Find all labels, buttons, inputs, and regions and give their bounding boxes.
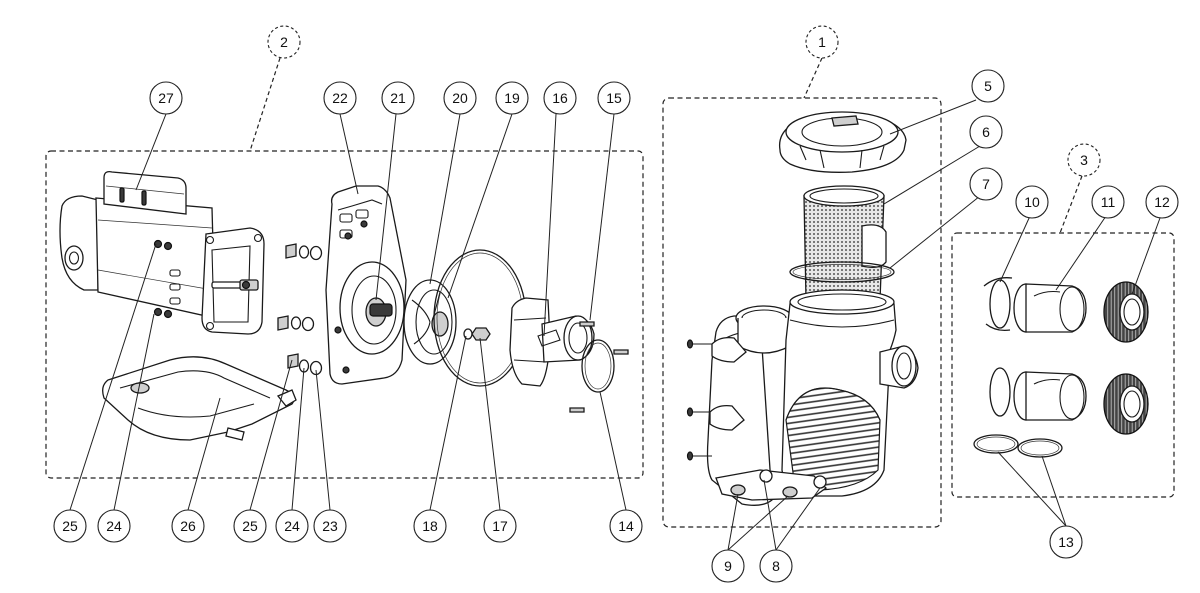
callout-21: 21 bbox=[381, 81, 415, 115]
svg-text:18: 18 bbox=[422, 518, 438, 534]
callout-24-left: 24 bbox=[97, 509, 131, 543]
callout-11: 11 bbox=[1091, 185, 1125, 219]
svg-text:7: 7 bbox=[982, 176, 990, 192]
callout-5: 5 bbox=[971, 69, 1005, 103]
union-fittings bbox=[973, 277, 1149, 458]
svg-text:6: 6 bbox=[982, 124, 990, 140]
svg-text:9: 9 bbox=[724, 558, 732, 574]
diffuser bbox=[509, 297, 595, 387]
group-box-pump-body bbox=[662, 97, 942, 528]
leader-lines bbox=[69, 57, 1161, 551]
o-ring bbox=[581, 339, 615, 393]
svg-text:13: 13 bbox=[1058, 534, 1074, 550]
svg-text:24: 24 bbox=[284, 518, 300, 534]
callout-22: 22 bbox=[323, 81, 357, 115]
svg-text:8: 8 bbox=[772, 558, 780, 574]
callout-27: 27 bbox=[149, 81, 183, 115]
lid-o-ring bbox=[789, 261, 895, 283]
callout-12: 12 bbox=[1145, 185, 1179, 219]
callout-18: 18 bbox=[413, 509, 447, 543]
motor-base bbox=[102, 356, 297, 441]
svg-text:12: 12 bbox=[1154, 194, 1170, 210]
svg-text:19: 19 bbox=[504, 90, 520, 106]
svg-text:24: 24 bbox=[106, 518, 122, 534]
svg-text:26: 26 bbox=[180, 518, 196, 534]
callout-23: 23 bbox=[313, 509, 347, 543]
callout-2: 2 bbox=[267, 25, 301, 59]
svg-text:23: 23 bbox=[322, 518, 338, 534]
svg-text:21: 21 bbox=[390, 90, 406, 106]
callout-25-left: 25 bbox=[53, 509, 87, 543]
svg-text:16: 16 bbox=[552, 90, 568, 106]
callout-16: 16 bbox=[543, 81, 577, 115]
svg-text:27: 27 bbox=[158, 90, 174, 106]
callout-24-right: 24 bbox=[275, 509, 309, 543]
callout-26: 26 bbox=[171, 509, 205, 543]
group-box-motor-assembly bbox=[45, 150, 644, 479]
impeller bbox=[403, 279, 457, 365]
svg-text:1: 1 bbox=[818, 34, 826, 50]
svg-text:3: 3 bbox=[1080, 152, 1088, 168]
svg-text:5: 5 bbox=[984, 78, 992, 94]
callout-6: 6 bbox=[969, 115, 1003, 149]
svg-text:20: 20 bbox=[452, 90, 468, 106]
callout-14: 14 bbox=[609, 509, 643, 543]
callout-8: 8 bbox=[759, 549, 793, 583]
svg-text:2: 2 bbox=[280, 34, 288, 50]
pump-body bbox=[686, 289, 919, 506]
strainer-lid bbox=[778, 111, 907, 173]
callout-3: 3 bbox=[1067, 143, 1101, 177]
callouts: 1 2 3 5 6 7 8 9 10 11 12 13 14 15 16 17 … bbox=[53, 25, 1179, 583]
callout-20: 20 bbox=[443, 81, 477, 115]
impeller-screw bbox=[463, 327, 491, 341]
callout-15: 15 bbox=[597, 81, 631, 115]
svg-text:11: 11 bbox=[1101, 194, 1116, 210]
callout-25-right: 25 bbox=[233, 509, 267, 543]
callout-17: 17 bbox=[483, 509, 517, 543]
callout-19: 19 bbox=[495, 81, 529, 115]
callout-1: 1 bbox=[805, 25, 839, 59]
svg-text:22: 22 bbox=[332, 90, 348, 106]
callout-9: 9 bbox=[711, 549, 745, 583]
svg-text:17: 17 bbox=[492, 518, 508, 534]
callout-7: 7 bbox=[969, 167, 1003, 201]
motor-hardware bbox=[277, 243, 323, 376]
svg-text:14: 14 bbox=[618, 518, 634, 534]
callout-10: 10 bbox=[1015, 185, 1049, 219]
motor bbox=[59, 170, 265, 335]
svg-text:15: 15 bbox=[606, 90, 622, 106]
callout-13: 13 bbox=[1049, 525, 1083, 559]
strainer-basket bbox=[803, 185, 887, 321]
svg-text:25: 25 bbox=[242, 518, 258, 534]
diffuser-pins bbox=[569, 321, 629, 413]
svg-text:10: 10 bbox=[1024, 194, 1040, 210]
group-box-union-kit bbox=[951, 232, 1175, 498]
svg-text:25: 25 bbox=[62, 518, 78, 534]
seal-plate bbox=[325, 185, 407, 385]
